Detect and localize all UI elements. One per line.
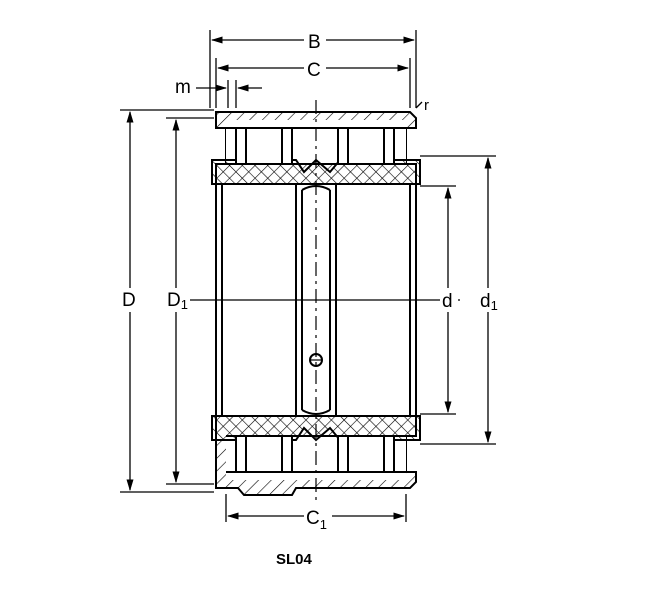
label-m: m — [175, 77, 191, 98]
label-D: D — [122, 290, 136, 311]
label-C1: C1 — [306, 508, 327, 532]
centre-lines — [186, 100, 460, 500]
rollers-bottom — [235, 435, 395, 473]
label-D1-sub: 1 — [181, 297, 188, 312]
label-C1-sub: 1 — [320, 517, 327, 532]
drawing-caption: SL04 — [276, 551, 313, 568]
label-d1-sub: 1 — [491, 298, 498, 313]
bearing-section — [211, 111, 421, 496]
label-r: r — [424, 97, 429, 114]
dimension-labels: B C m r D D1 d d1 C1 SL04 — [120, 30, 502, 568]
label-C: C — [307, 60, 321, 81]
rollers-top — [235, 127, 395, 165]
label-B: B — [308, 32, 321, 53]
label-D1: D1 — [167, 290, 188, 312]
label-d: d — [442, 291, 453, 312]
label-d1: d1 — [480, 291, 498, 313]
